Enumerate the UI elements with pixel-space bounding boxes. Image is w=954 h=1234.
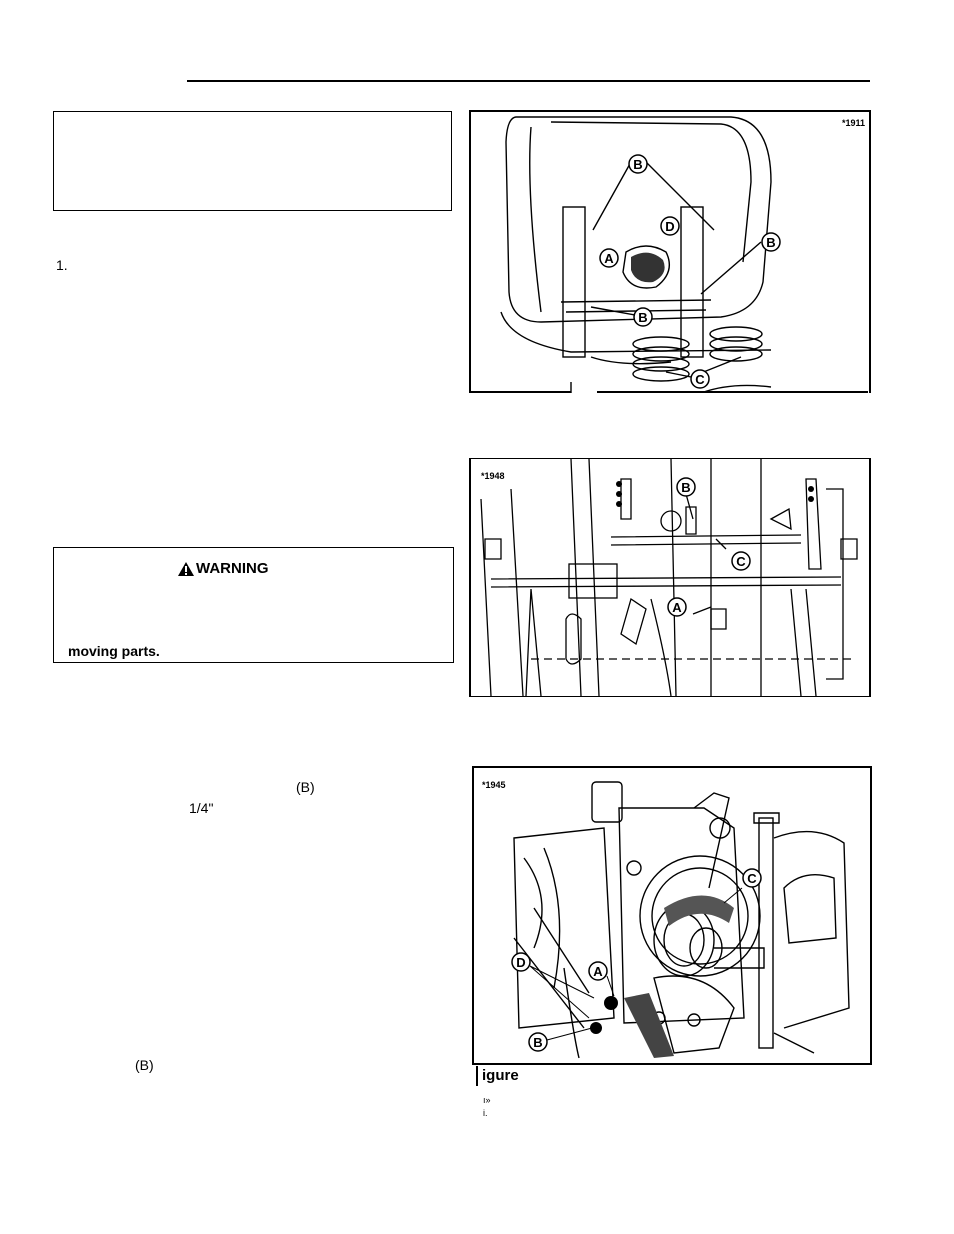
figure-linkage: *1948 B C — [469, 458, 871, 697]
warning-text-fragment: moving parts. — [68, 643, 160, 659]
svg-text:B: B — [766, 235, 775, 250]
svg-text:B: B — [638, 310, 647, 325]
svg-text:A: A — [604, 251, 614, 266]
svg-text:A: A — [672, 600, 682, 615]
svg-text:B: B — [633, 157, 642, 172]
figure-caption-fragment: igure — [482, 1067, 519, 1084]
svg-text:B: B — [533, 1035, 542, 1050]
svg-text:B: B — [681, 480, 690, 495]
svg-text:D: D — [665, 219, 674, 234]
figure-seat: *1911 B D A B B — [469, 110, 871, 393]
figure-number: *1948 — [481, 471, 505, 481]
warning-box: WARNING moving parts. — [53, 547, 454, 663]
figure-number: *1911 — [841, 118, 865, 128]
svg-text:C: C — [747, 871, 757, 886]
warning-title: WARNING — [177, 560, 269, 577]
svg-text:D: D — [516, 955, 525, 970]
note-box — [53, 111, 452, 211]
figure-pulley: *1945 — [472, 766, 872, 1065]
seat-illustration: B D A B B C — [500, 116, 781, 393]
caption-rule — [476, 1066, 478, 1086]
figure-seat-bottom-right — [597, 391, 868, 393]
header-rule — [187, 80, 870, 82]
warning-label: WARNING — [196, 560, 269, 577]
stray-mark: i. — [483, 1108, 488, 1118]
step-number: 1. — [56, 257, 68, 273]
svg-text:C: C — [695, 372, 705, 387]
svg-text:A: A — [593, 964, 603, 979]
svg-text:C: C — [736, 554, 746, 569]
warning-triangle-icon — [178, 561, 194, 576]
pulley-illustration: C D A B — [511, 781, 850, 1059]
stray-mark: ı» — [483, 1095, 491, 1105]
figure-seat-bottom-left — [469, 391, 571, 393]
figure-number: *1945 — [482, 780, 506, 790]
ref-b-text: (B) — [296, 779, 315, 795]
warning-bottom-rule — [53, 662, 453, 663]
measurement-text: 1/4" — [189, 800, 214, 816]
ref-b-text-2: (B) — [135, 1057, 154, 1073]
linkage-illustration: B C A — [480, 459, 858, 696]
